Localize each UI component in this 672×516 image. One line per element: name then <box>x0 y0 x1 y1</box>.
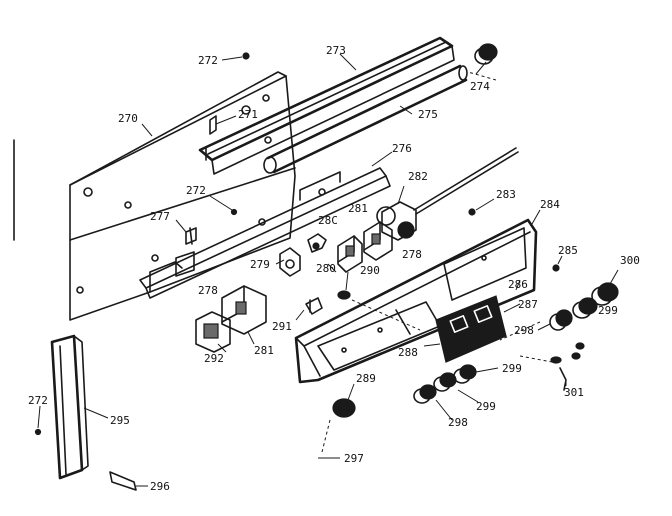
label-277: 277 <box>150 210 170 223</box>
label-278a: 278 <box>402 248 422 261</box>
side-trim-295 <box>50 334 89 480</box>
label-299b: 299 <box>502 362 522 375</box>
knob-299-lower <box>433 372 457 392</box>
label-272b: 272 <box>186 184 206 197</box>
bracket-276 <box>139 167 391 299</box>
knob-298 <box>413 384 437 404</box>
label-298b: 298 <box>448 416 468 429</box>
leader-lines <box>37 53 619 487</box>
label-274: 274 <box>470 80 490 93</box>
label-288: 288 <box>398 346 418 359</box>
top-trim-273 <box>198 36 455 175</box>
screw-283 <box>468 208 476 216</box>
label-282: 282 <box>408 170 428 183</box>
knob-299-middle <box>453 364 477 384</box>
tube-275 <box>263 64 468 174</box>
label-295: 295 <box>110 414 130 427</box>
label-271: 271 <box>238 108 258 121</box>
stem-290 <box>337 290 351 300</box>
clock-288 <box>435 295 507 363</box>
label-285: 285 <box>558 244 578 257</box>
label-281a: 281 <box>348 202 368 215</box>
label-284: 284 <box>540 198 560 211</box>
label-275: 275 <box>418 108 438 121</box>
screw-285 <box>552 264 560 272</box>
label-276: 276 <box>392 142 412 155</box>
clip-277 <box>185 227 197 245</box>
label-290: 290 <box>360 264 380 277</box>
label-278b: 278 <box>198 284 218 297</box>
switch-278-upper <box>363 221 393 261</box>
bracket-291 <box>305 297 323 315</box>
knob-289 <box>332 398 356 418</box>
label-272c: 272 <box>28 394 48 407</box>
label-280b: 280 <box>316 262 336 275</box>
knob-287 <box>549 309 573 331</box>
switch-278-lower <box>221 285 267 335</box>
label-286: 286 <box>508 278 528 291</box>
label-296: 296 <box>150 480 170 493</box>
label-270: 270 <box>118 112 138 125</box>
small-parts-301 <box>550 342 585 391</box>
control-panel-284 <box>294 218 538 384</box>
knob-300 <box>591 282 619 306</box>
thermostat-282 <box>376 147 519 241</box>
cap-274 <box>474 43 498 65</box>
label-289: 289 <box>356 372 376 385</box>
part-labels: 272 273 274 275 270 271 276 282 283 284 … <box>28 44 640 493</box>
label-281b: 281 <box>254 344 274 357</box>
screw-272-lower <box>34 428 42 436</box>
label-283: 283 <box>496 188 516 201</box>
label-298a: 298 <box>514 324 534 337</box>
label-301: 301 <box>564 386 584 399</box>
label-297: 297 <box>344 452 364 465</box>
screw-272-top <box>242 52 250 60</box>
label-300: 300 <box>620 254 640 267</box>
switch-280-upper <box>307 233 327 253</box>
label-287: 287 <box>518 298 538 311</box>
label-299a: 299 <box>598 304 618 317</box>
knob-299-right <box>572 297 598 319</box>
switch-292 <box>195 311 231 353</box>
label-299c: 299 <box>476 400 496 413</box>
label-292: 292 <box>204 352 224 365</box>
screw-272-mid <box>230 208 238 216</box>
switch-279 <box>279 247 301 277</box>
label-273: 273 <box>326 44 346 57</box>
label-272a: 272 <box>198 54 218 67</box>
label-291: 291 <box>272 320 292 333</box>
clip-271 <box>209 115 217 135</box>
part-296 <box>109 471 137 491</box>
back-panel-270 <box>69 71 296 321</box>
label-279: 279 <box>250 258 270 271</box>
switch-281-upper <box>337 235 363 273</box>
label-280a: 28C <box>318 214 338 227</box>
